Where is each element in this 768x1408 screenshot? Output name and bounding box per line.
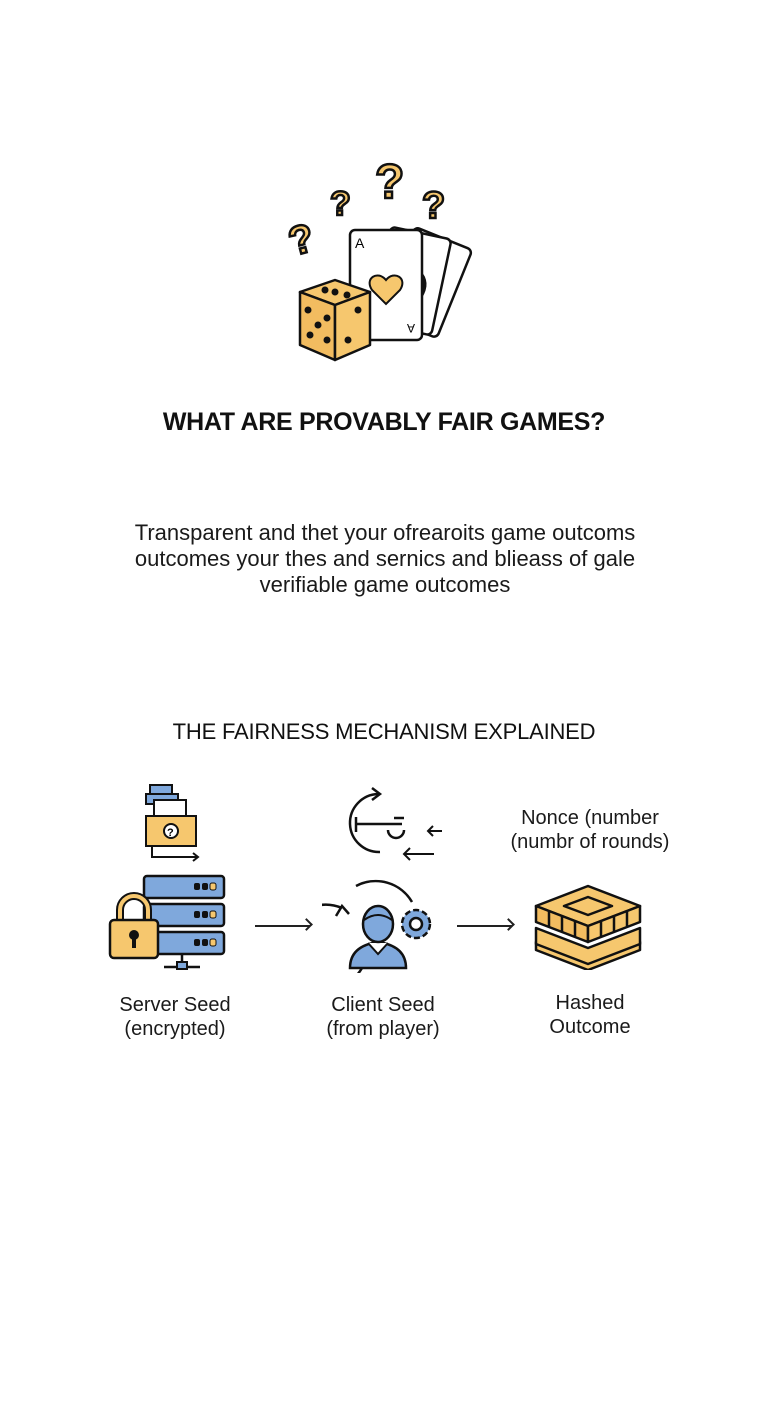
svg-text:A: A [355,235,365,251]
server-lock-icon [106,874,231,974]
description-line: Transparent and thet your ofrearoits gam… [134,520,636,545]
mechanism-heading: THE FAIRNESS MECHANISM EXPLAINED [172,719,596,744]
hash-block-icon [530,884,650,972]
page-title: WHAT ARE PROVABLY FAIR GAMES? [162,408,606,436]
arrow-right-icon [457,925,512,927]
description: Transparent and thet your ofrearoits gam… [90,520,680,598]
svg-text:?: ? [284,216,319,265]
svg-text:A: A [407,321,415,335]
dice-icon [298,278,372,362]
description-line: verifiable game outcomes [259,572,511,597]
folder-lock-icon: ? [140,782,210,862]
playing-cards-icon: A A [348,226,473,342]
dice-cards-question-icon: ? ? ? ? A A [283,155,473,362]
step-label-client-seed: Client Seed (from player) [326,994,440,1040]
step-label-server-seed: Server Seed (encrypted) [119,994,231,1040]
nonce-cycle-icon [320,782,450,862]
svg-text:?: ? [167,827,174,839]
hero-illustration: ? ? ? ? A A [270,140,510,370]
nonce-label: Nonce (number (numbr of rounds) [510,807,670,853]
step-label-hashed-outcome: Hashed Outcome [549,992,631,1038]
svg-text:?: ? [330,185,351,223]
description-line: outcomes your thes and sernics and bliea… [134,546,636,571]
user-gear-icon [282,878,442,990]
arrow-right-icon [255,925,310,927]
svg-text:?: ? [422,185,445,227]
svg-text:?: ? [375,156,404,209]
